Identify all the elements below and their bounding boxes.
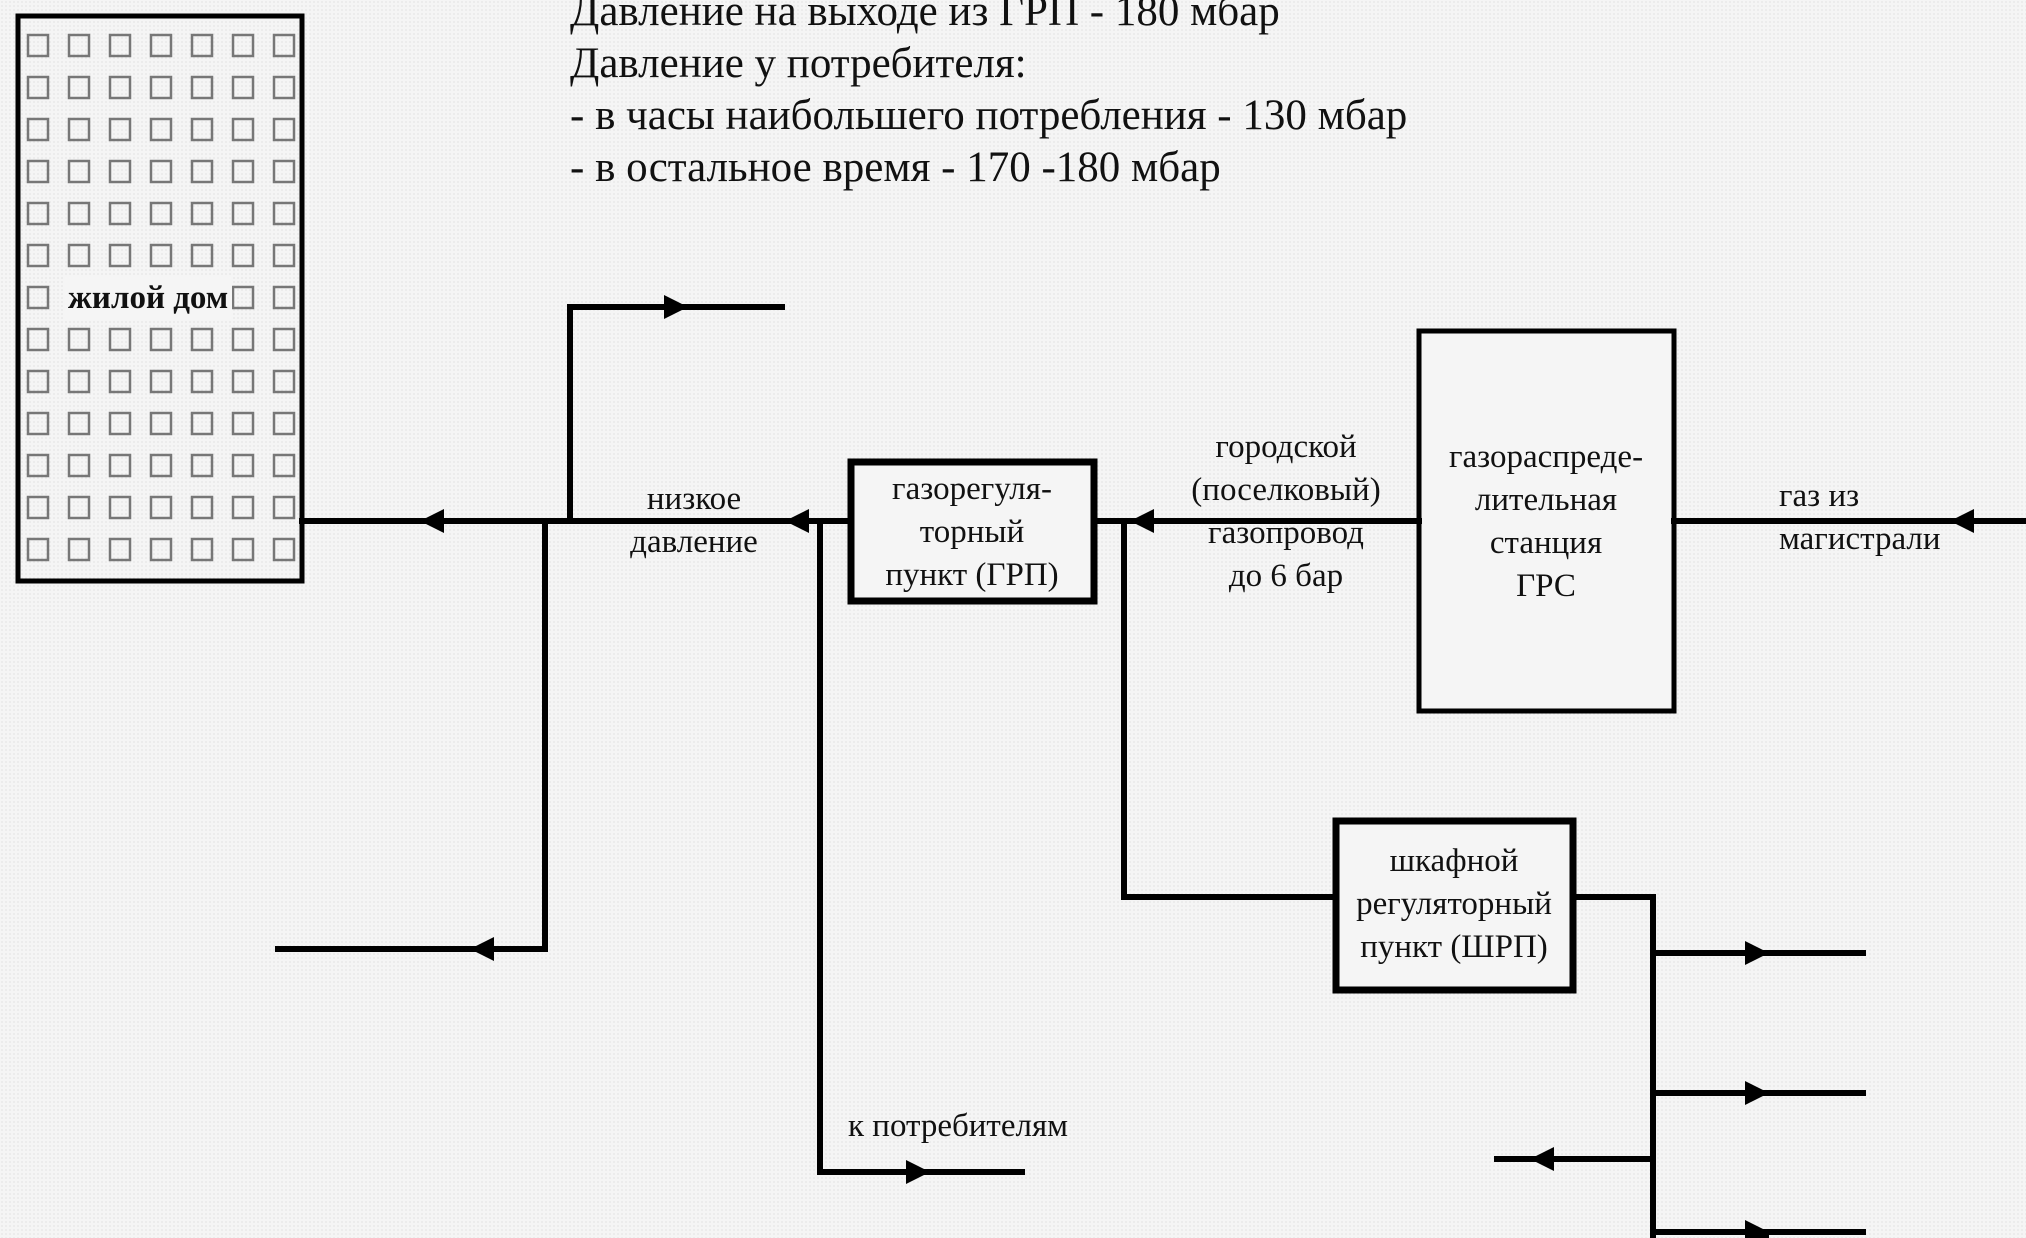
arrow-left-icon [420, 509, 444, 533]
pipe-lower-branch [275, 518, 548, 952]
pipe-to-shrp [1121, 518, 1339, 900]
grp-box [847, 458, 1098, 605]
consumers-label: к потребителям [848, 1108, 1069, 1144]
arrow-left-icon [470, 937, 494, 961]
house-label: жилой дом [64, 276, 233, 320]
main-gas-label: газ из магистрали [1779, 478, 1941, 557]
arrow-right-icon [1745, 941, 1769, 965]
low-pressure-label: низкое давление [630, 481, 758, 560]
pipe-to-consumers [817, 518, 1025, 1175]
pipe-shrp-out [1570, 894, 1656, 1238]
arrow-left-icon [1130, 509, 1154, 533]
grp-label: газорегуля- торный пункт (ГРП) [885, 471, 1059, 593]
arrow-left-icon [1530, 1147, 1554, 1171]
header-offpeak-pressure: - в остальное время - 170 -180 мбар [570, 144, 1221, 191]
pipelines [275, 304, 2026, 1238]
arrow-left-icon [1950, 509, 1974, 533]
arrow-right-icon [1745, 1220, 1769, 1238]
arrow-right-icon [664, 295, 688, 319]
arrow-right-icon [906, 1160, 930, 1184]
grs-label: газораспреде- лительная станция ГРС [1448, 439, 1644, 604]
pipe-upper-branch [567, 304, 785, 524]
arrow-right-icon [1745, 1081, 1769, 1105]
arrow-left-icon [785, 509, 809, 533]
header-peak-pressure: - в часы наибольшего потребления - 130 м… [570, 92, 1408, 139]
city-pipeline-label: городской (поселковый) газопровод до 6 б… [1191, 429, 1381, 594]
grs-box [1416, 328, 1677, 714]
shrp-label: шкафной регуляторный пункт (ШРП) [1356, 843, 1552, 965]
shrp-box [1332, 817, 1577, 994]
header-consumer-pressure: Давление у потребителя: [570, 40, 1027, 87]
flow-arrows [420, 295, 1974, 1238]
residential-building [15, 13, 305, 584]
header-outlet-pressure: Давление на выходе из ГРП - 180 мбар [570, 0, 1280, 35]
